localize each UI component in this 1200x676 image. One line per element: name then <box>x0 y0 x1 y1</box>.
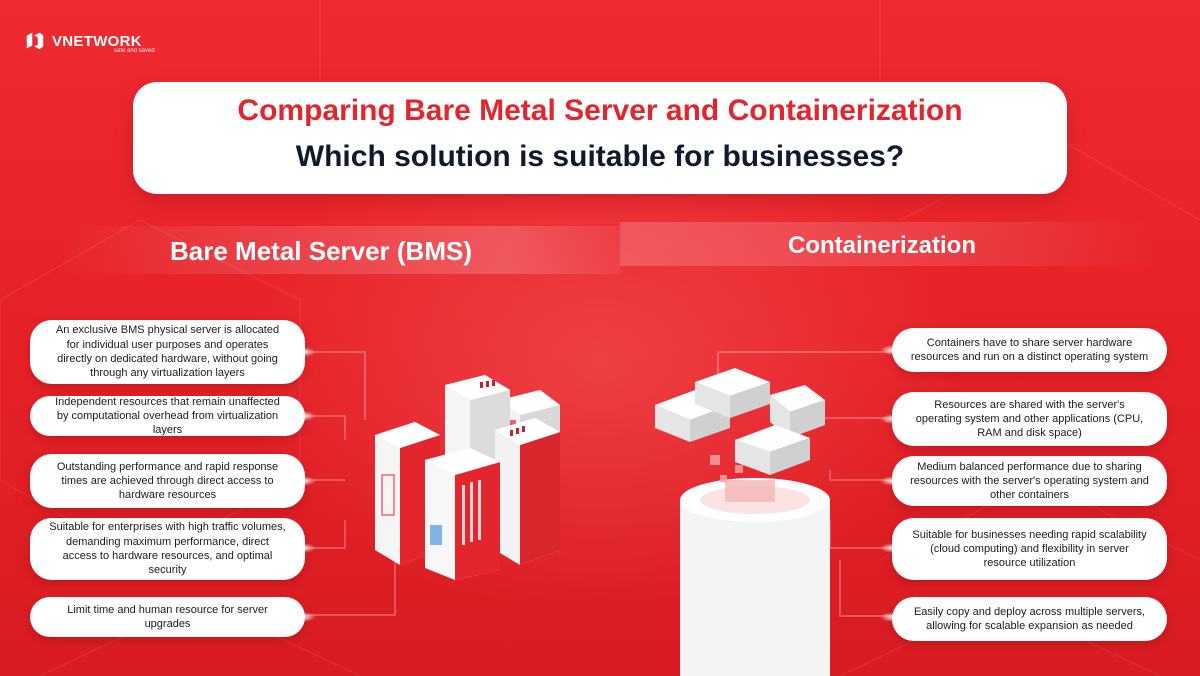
page-subtitle: Which solution is suitable for businesse… <box>295 140 905 173</box>
brand-tagline: safe and saved <box>114 48 155 54</box>
glow-dot <box>880 345 906 355</box>
bms-heading-band <box>60 226 620 274</box>
containers-point-3: Medium balanced performance due to shari… <box>892 456 1167 506</box>
bms-point-4: Suitable for enterprises with high traff… <box>30 518 305 580</box>
glow-dot <box>290 347 316 357</box>
bms-point-3: Outstanding performance and rapid respon… <box>30 454 305 508</box>
glow-dot <box>290 543 316 553</box>
page-title: Comparing Bare Metal Server and Containe… <box>237 94 963 127</box>
brand-name: VNETWORK <box>52 32 142 50</box>
bms-point-1: An exclusive BMS physical server is allo… <box>30 320 305 384</box>
containers-point-2: Resources are shared with the server's o… <box>892 392 1167 446</box>
title-card: Comparing Bare Metal Server and Containe… <box>133 82 1067 194</box>
glow-dot <box>290 612 316 622</box>
glow-dot <box>880 543 906 553</box>
glow-dot <box>880 612 906 622</box>
bms-point-5: Limit time and human resource for server… <box>30 597 305 637</box>
vnetwork-logo-icon <box>26 32 44 50</box>
glow-dot <box>880 414 906 424</box>
glow-dot <box>880 476 906 486</box>
glow-dot <box>290 476 316 486</box>
brand-logo: VNETWORK safe and saved <box>24 30 155 54</box>
bms-point-2: Independent resources that remain unaffe… <box>30 396 305 436</box>
bms-heading: Bare Metal Server (BMS) <box>170 236 472 266</box>
containers-illustration <box>655 368 830 676</box>
containers-heading-band <box>620 222 1160 266</box>
server-rack-illustration <box>375 375 560 580</box>
containers-point-4: Suitable for businesses needing rapid sc… <box>892 518 1167 580</box>
glow-dot <box>290 411 316 421</box>
containers-point-5: Easily copy and deploy across multiple s… <box>892 597 1167 641</box>
containers-point-1: Containers have to share server hardware… <box>892 328 1167 372</box>
containers-heading: Containerization <box>788 232 977 259</box>
